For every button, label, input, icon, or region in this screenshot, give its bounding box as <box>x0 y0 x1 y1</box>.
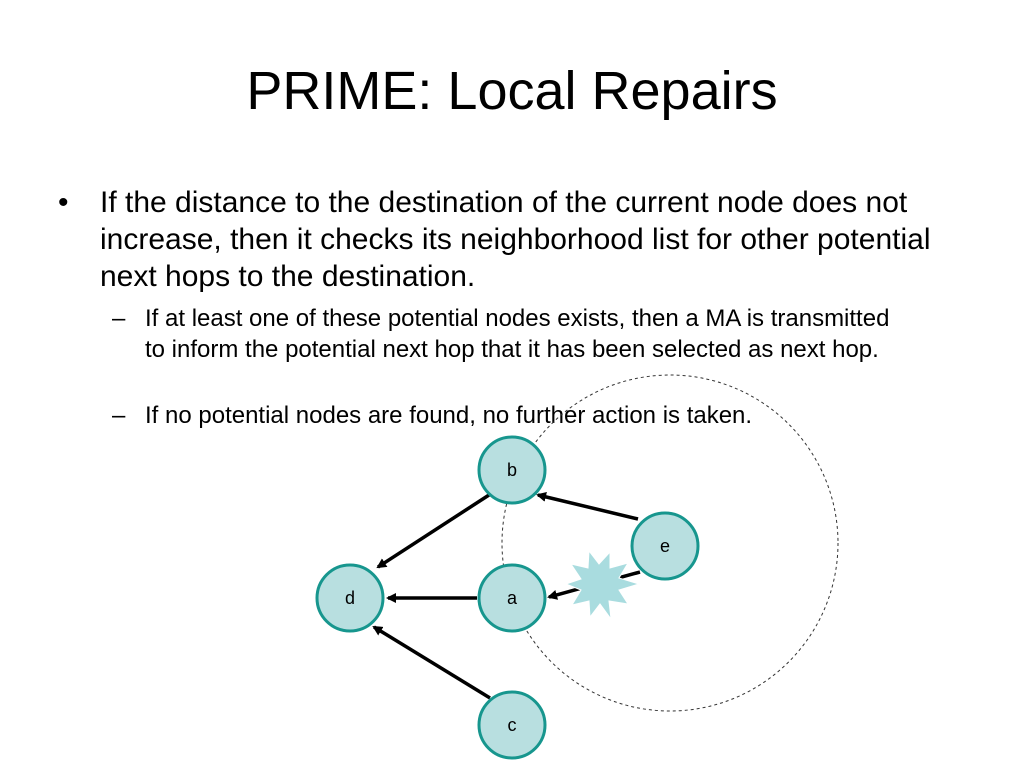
range-circle <box>501 374 839 712</box>
node-b: b <box>477 435 547 505</box>
node-d: d <box>315 563 385 633</box>
node-c-circle <box>477 690 547 760</box>
sub-bullet-text: If no potential nodes are found, no furt… <box>145 402 753 429</box>
sub-bullet-marker: – <box>112 305 126 332</box>
node-d-circle <box>315 563 385 633</box>
sub-bullet-2: – If no potential nodes are found, no fu… <box>112 400 902 431</box>
sub-bullet-1: – If at least one of these potential nod… <box>112 303 902 365</box>
bullet-1: • If the distance to the destination of … <box>58 184 978 295</box>
node-b-label: b <box>507 460 517 480</box>
bullet-marker: • <box>58 186 69 219</box>
edge-c-d <box>372 625 491 700</box>
node-a-circle <box>477 563 547 633</box>
node-b-circle <box>477 435 547 505</box>
node-c-label: c <box>508 715 517 735</box>
bullet-text: If the distance to the destination of th… <box>100 186 931 293</box>
node-e-circle <box>630 511 700 581</box>
sub-bullet-text: If at least one of these potential nodes… <box>145 305 890 363</box>
edge-e-b <box>536 492 639 521</box>
node-d-label: d <box>345 588 355 608</box>
slide-title: PRIME: Local Repairs <box>246 61 778 121</box>
link-break-burst <box>564 549 641 621</box>
node-a-label: a <box>507 588 518 608</box>
node-a: a <box>477 563 547 633</box>
sub-bullet-marker: – <box>112 402 126 429</box>
node-e-label: e <box>660 536 670 556</box>
node-c: c <box>477 690 547 760</box>
node-e: e <box>630 511 700 581</box>
edge-b-d <box>376 493 490 569</box>
